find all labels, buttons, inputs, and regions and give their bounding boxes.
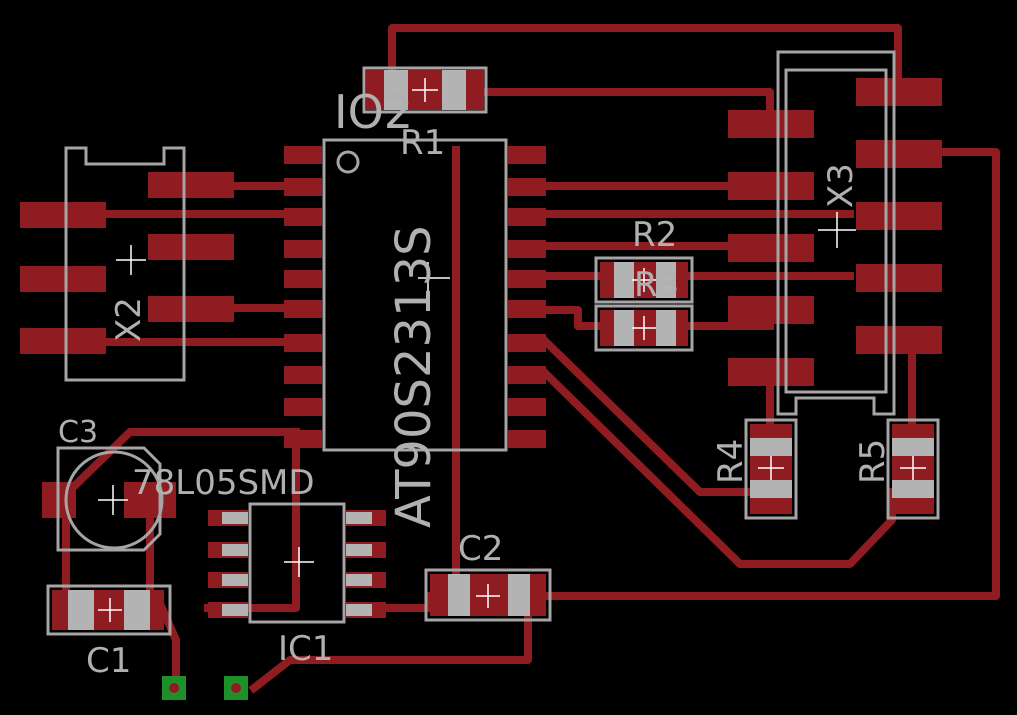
label-c3: C3 [58, 415, 98, 450]
label-io2-part: AT90S2313S [386, 225, 442, 528]
label-ic1-part: 78L05SMD [132, 463, 315, 503]
x3-connector[interactable] [728, 50, 942, 416]
r5-resistor[interactable] [886, 418, 940, 520]
ic1-regulator[interactable] [208, 502, 386, 624]
via-left[interactable] [162, 676, 186, 700]
label-c2: C2 [458, 529, 503, 569]
traces [54, 24, 1000, 694]
label-r4: R4 [711, 439, 751, 484]
label-r1: R1 [400, 123, 445, 163]
r4-resistor[interactable] [744, 418, 798, 520]
label-io2: IO2 [334, 85, 413, 139]
label-x3: X3 [821, 163, 861, 208]
c2-capacitor[interactable] [424, 568, 552, 622]
label-r2: R2 [632, 215, 677, 255]
r3-resistor[interactable] [594, 304, 694, 352]
c1-capacitor[interactable] [46, 584, 172, 636]
c3-capacitor[interactable] [42, 446, 176, 552]
r2-resistor[interactable] [594, 256, 694, 304]
label-x2: X2 [109, 297, 149, 342]
r1-resistor[interactable] [362, 66, 488, 114]
label-r3: R3 [634, 265, 679, 305]
label-r5: R5 [853, 439, 893, 484]
via-right[interactable] [224, 676, 248, 700]
label-ic1: IC1 [278, 629, 333, 669]
io2-chip[interactable] [284, 138, 546, 452]
label-c1: C1 [86, 641, 131, 681]
x2-connector[interactable] [20, 146, 234, 382]
